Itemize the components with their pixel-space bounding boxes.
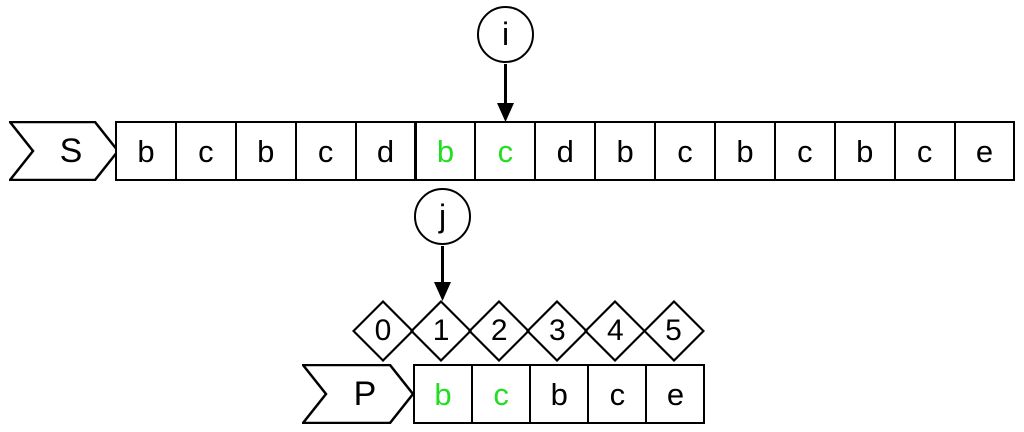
pattern-array-cell-value: c: [493, 376, 509, 412]
pattern-position-diamond: 3: [526, 300, 589, 362]
text-array-cell-value: c: [916, 133, 933, 169]
text-array-cell: e: [953, 121, 1016, 181]
pattern-position-label: 4: [607, 314, 624, 347]
pattern-array-cell: c: [471, 364, 532, 424]
pattern-position-diamond: 2: [468, 300, 531, 362]
text-array-cell-value: b: [436, 133, 455, 169]
pattern-position-diamond: 4: [584, 300, 647, 362]
text-array-cell-value: e: [975, 133, 994, 169]
pattern-position-label: 1: [432, 314, 450, 347]
pattern-array-cell: e: [645, 364, 706, 424]
text-array-cell: b: [234, 121, 297, 181]
pattern-array-cell-value: e: [666, 376, 685, 412]
text-array-cell: c: [893, 121, 956, 181]
text-array-cell-value: c: [797, 133, 813, 169]
pattern-array-cell: b: [413, 364, 474, 424]
text-array-cell-value: b: [856, 133, 874, 169]
pattern-array-cell: b: [529, 364, 590, 424]
text-array-cell-value: b: [137, 133, 155, 169]
text-array-cell: d: [354, 121, 417, 181]
text-array-cell: b: [414, 121, 477, 181]
text-array-cell: b: [833, 121, 896, 181]
pattern-array-cell-value: c: [609, 376, 626, 412]
pattern-array-cell: c: [587, 364, 648, 424]
pointer-label-j: j: [438, 198, 447, 234]
pattern-position-label: 3: [548, 314, 566, 347]
text-array-cell: b: [594, 121, 657, 181]
text-array-cell: c: [773, 121, 836, 181]
text-array-cell: d: [534, 121, 597, 181]
text-array-cell: b: [115, 121, 177, 181]
pattern-position-diamond: 1: [410, 300, 473, 362]
pointer-label-i: i: [501, 16, 510, 52]
pattern-array-cell-value: b: [550, 376, 568, 412]
text-array-cell-value: b: [616, 133, 634, 169]
pattern-position-diamond: 0: [352, 300, 414, 362]
pattern-array-cell-value: b: [434, 376, 452, 412]
text-array-cell-value: d: [556, 133, 574, 169]
text-array-cell: c: [654, 121, 716, 181]
text-array-cell-value: c: [677, 133, 693, 169]
pointer-bubble-i: i: [477, 6, 534, 63]
text-array-cell-value: b: [736, 133, 754, 169]
text-array-label: S: [59, 131, 83, 170]
text-array-cell-value: c: [198, 133, 214, 169]
text-array-cell: c: [174, 121, 237, 181]
pattern-position-diamond: 5: [642, 300, 705, 362]
pointer-bubble-j: j: [414, 188, 471, 245]
text-array-flag: S: [9, 121, 119, 181]
pattern-position-label: 5: [665, 314, 682, 347]
text-array-cell-value: c: [497, 133, 514, 169]
pattern-array-label: P: [353, 374, 377, 413]
pattern-array-flag: P: [302, 364, 414, 424]
pattern-position-label: 2: [490, 314, 508, 347]
text-array-cell-value: b: [257, 133, 275, 169]
pattern-position-label: 0: [374, 314, 392, 347]
text-array-cell-value: c: [317, 133, 334, 169]
text-array-cell-value: d: [376, 133, 395, 169]
